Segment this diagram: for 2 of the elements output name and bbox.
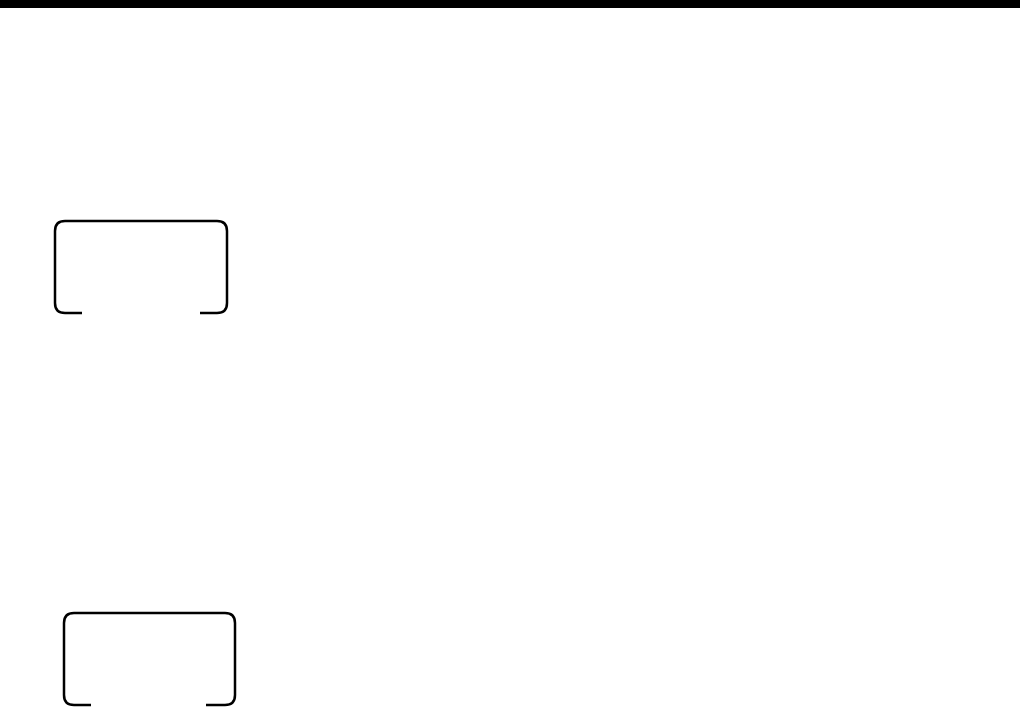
empty-box bbox=[55, 221, 227, 313]
empty-box bbox=[64, 613, 235, 705]
